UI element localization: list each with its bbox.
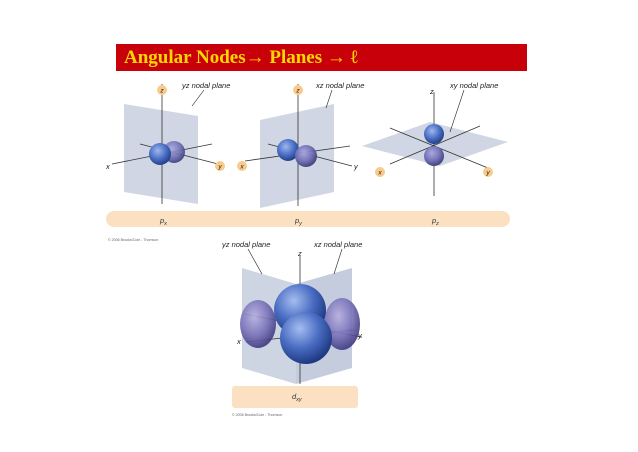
px-x-label: x [105, 162, 110, 171]
pz-upper-lobe [424, 124, 444, 144]
py-orbital-label: py [294, 216, 303, 227]
pz-x-label: x [377, 170, 382, 177]
dxy-xz-plane-label: xz nodal plane [313, 240, 362, 249]
px-y-label: y [217, 164, 222, 171]
px-front-lobe [149, 143, 171, 165]
py-y-label: y [353, 162, 359, 171]
py-diagram: xz nodal plane z x y py [237, 81, 364, 227]
dxy-right-lobe [324, 298, 360, 350]
py-plane-label: xz nodal plane [315, 81, 364, 90]
pz-diagram: xy nodal plane z x y pz [362, 81, 508, 227]
dxy-y-label: y [357, 331, 362, 340]
px-z-label: z [159, 88, 164, 95]
pz-y-label: y [485, 170, 490, 177]
pz-z-label: z [429, 87, 434, 96]
pz-lower-lobe [424, 146, 444, 166]
px-diagram: yz nodal plane z x y px [105, 81, 230, 227]
dxy-orbital-label: dxy [292, 392, 303, 403]
dxy-label-band [232, 386, 358, 408]
py-front-lobe [295, 145, 317, 167]
px-orbital-label: px [159, 216, 167, 227]
credit-top: © 2006 Brooks/Cole - Thomson [108, 238, 159, 242]
dxy-left-lobe [240, 300, 276, 348]
px-plane-label: yz nodal plane [181, 81, 230, 90]
slide-title: Angular Nodes→ Planes → ℓ [124, 47, 358, 68]
xy-nodal-plane [362, 122, 508, 166]
p-orbitals-panel: yz nodal plane z x y px xz nodal plane z… [105, 81, 510, 227]
dxy-yz-plane-label: yz nodal plane [222, 240, 270, 249]
dxy-panel: yz nodal plane xz nodal plane z x y dxy [222, 240, 362, 408]
credit-bottom: © 2006 Brooks/Cole - Thomson [232, 413, 283, 417]
pz-orbital-label: pz [431, 216, 439, 227]
title-bar: Angular Nodes→ Planes → ℓ [116, 44, 527, 71]
pz-plane-label: xy nodal plane [449, 81, 498, 90]
dxy-z-label: z [297, 249, 302, 258]
py-z-label: z [295, 88, 300, 95]
py-back-lobe [277, 139, 299, 161]
label-band [106, 211, 510, 227]
dxy-x-label: x [236, 337, 241, 346]
py-x-label: x [239, 164, 244, 171]
dxy-front-lobe [280, 312, 332, 364]
